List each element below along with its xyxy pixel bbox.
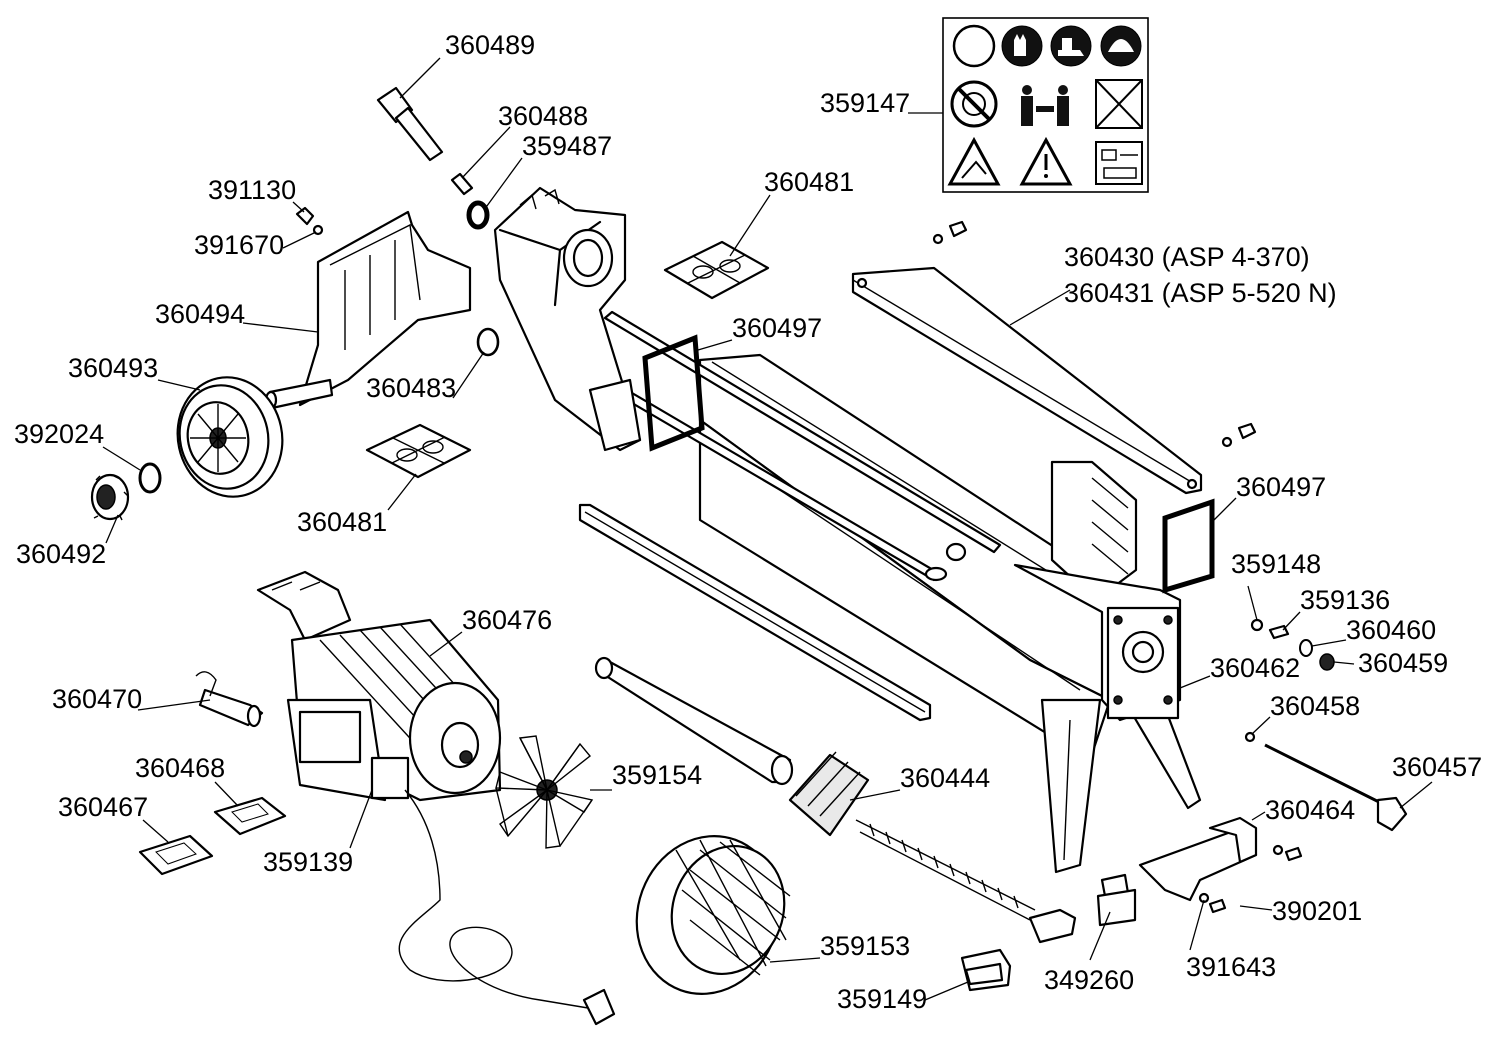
gasket-right bbox=[1162, 498, 1215, 594]
fan-cover-grille bbox=[635, 835, 791, 995]
helmet-icon bbox=[1100, 25, 1142, 67]
screw-391130 bbox=[295, 206, 315, 226]
top-cover-plate bbox=[851, 266, 1203, 495]
label-359154: 359154 bbox=[612, 760, 702, 790]
label-360462: 360462 bbox=[1210, 653, 1300, 683]
guide-rod-upper bbox=[603, 310, 1002, 554]
guide-strip bbox=[578, 503, 932, 722]
leader-lines bbox=[102, 57, 1433, 1001]
capacitor-360470 bbox=[195, 671, 264, 728]
washer-359148 bbox=[1250, 618, 1264, 632]
end-block-housing bbox=[1013, 460, 1182, 722]
screw-390201 bbox=[1272, 844, 1303, 862]
head-block-housing bbox=[493, 186, 642, 452]
switch-cover-360468 bbox=[213, 796, 287, 836]
label-360497-left: 360497 bbox=[732, 313, 822, 343]
wood-length-icon bbox=[1095, 141, 1143, 185]
legs-frame bbox=[1040, 698, 1202, 874]
no-saw-icon bbox=[950, 80, 998, 128]
oring-360483 bbox=[476, 327, 500, 357]
label-359136: 359136 bbox=[1300, 585, 1390, 615]
screw-391643 bbox=[1198, 892, 1227, 914]
support-bracket bbox=[264, 210, 472, 410]
screw-360488 bbox=[450, 172, 474, 196]
label-360467: 360467 bbox=[58, 792, 148, 822]
label-360493: 360493 bbox=[68, 353, 158, 383]
label-359487: 359487 bbox=[522, 131, 612, 161]
label-360431: 360431 (ASP 5-520 N) bbox=[1064, 278, 1337, 308]
label-360494: 360494 bbox=[155, 299, 245, 329]
label-360457: 360457 bbox=[1392, 752, 1482, 782]
label-360481-bottom: 360481 bbox=[297, 507, 387, 537]
hand-hazard-icon bbox=[947, 136, 1001, 186]
piston-seal bbox=[788, 751, 870, 837]
read-manual-icon bbox=[952, 24, 996, 68]
oring-359487 bbox=[466, 200, 490, 230]
sticker-sheet-top bbox=[663, 240, 770, 300]
long-bolt-360457 bbox=[1264, 743, 1408, 832]
wheel bbox=[176, 376, 284, 498]
label-391643: 391643 bbox=[1186, 952, 1276, 982]
cover-screw-right bbox=[1221, 422, 1257, 448]
label-360430: 360430 (ASP 4-370) bbox=[1064, 242, 1310, 272]
label-392024: 392024 bbox=[14, 419, 104, 449]
label-360464: 360464 bbox=[1265, 795, 1355, 825]
nut-360459 bbox=[1319, 653, 1335, 671]
foot-cap-359149 bbox=[960, 948, 1012, 992]
electric-motor bbox=[256, 570, 502, 802]
gasket-left bbox=[642, 334, 705, 452]
label-359148: 359148 bbox=[1231, 549, 1321, 579]
label-360444: 360444 bbox=[900, 763, 990, 793]
label-391130: 391130 bbox=[208, 175, 296, 205]
label-360476: 360476 bbox=[462, 605, 552, 635]
label-360497-right: 360497 bbox=[1236, 472, 1326, 502]
label-391670: 391670 bbox=[194, 230, 284, 260]
label-359153: 359153 bbox=[820, 931, 910, 961]
retaining-ring-392024 bbox=[138, 462, 162, 494]
switch-359139 bbox=[370, 756, 410, 800]
label-360458: 360458 bbox=[1270, 691, 1360, 721]
no-two-operators-icon bbox=[1095, 79, 1143, 129]
label-360459: 360459 bbox=[1358, 648, 1448, 678]
label-360468: 360468 bbox=[135, 753, 225, 783]
label-360481-top: 360481 bbox=[764, 167, 854, 197]
label-360492: 360492 bbox=[16, 539, 106, 569]
foot-cap-349260 bbox=[1096, 873, 1137, 927]
label-360489: 360489 bbox=[445, 30, 535, 60]
label-359147: 359147 bbox=[820, 88, 910, 118]
washer-360458 bbox=[1244, 731, 1256, 743]
label-349260: 349260 bbox=[1044, 965, 1134, 995]
switch-base-360467 bbox=[138, 834, 214, 876]
motor-fan bbox=[495, 735, 594, 849]
gloves-icon bbox=[1001, 25, 1043, 67]
power-cable bbox=[398, 789, 616, 1026]
label-359139: 359139 bbox=[263, 847, 353, 877]
label-360483: 360483 bbox=[366, 373, 456, 403]
label-390201: 390201 bbox=[1272, 896, 1362, 926]
warning-label-sheet bbox=[942, 17, 1149, 193]
sticker-sheet-bottom bbox=[365, 423, 472, 479]
no-bystanders-icon bbox=[1013, 82, 1079, 128]
label-360470: 360470 bbox=[52, 684, 142, 714]
crush-hazard-icon bbox=[1019, 136, 1073, 186]
carry-handle bbox=[1138, 816, 1258, 902]
washer-360460 bbox=[1299, 639, 1313, 657]
cover-screw-top bbox=[932, 220, 968, 245]
threaded-spindle bbox=[855, 819, 1077, 944]
part-number-labels: 360489 360488 359487 391130 391670 36049… bbox=[14, 30, 1482, 1014]
push-rod-tube bbox=[594, 656, 794, 786]
label-360460: 360460 bbox=[1346, 615, 1436, 645]
safety-shoes-icon bbox=[1050, 25, 1092, 67]
label-359149: 359149 bbox=[837, 984, 927, 1014]
splitter-main-beam bbox=[698, 353, 1122, 762]
label-360488: 360488 bbox=[498, 101, 588, 131]
hub-cap-360492 bbox=[90, 473, 130, 521]
handle-360489 bbox=[376, 86, 444, 162]
